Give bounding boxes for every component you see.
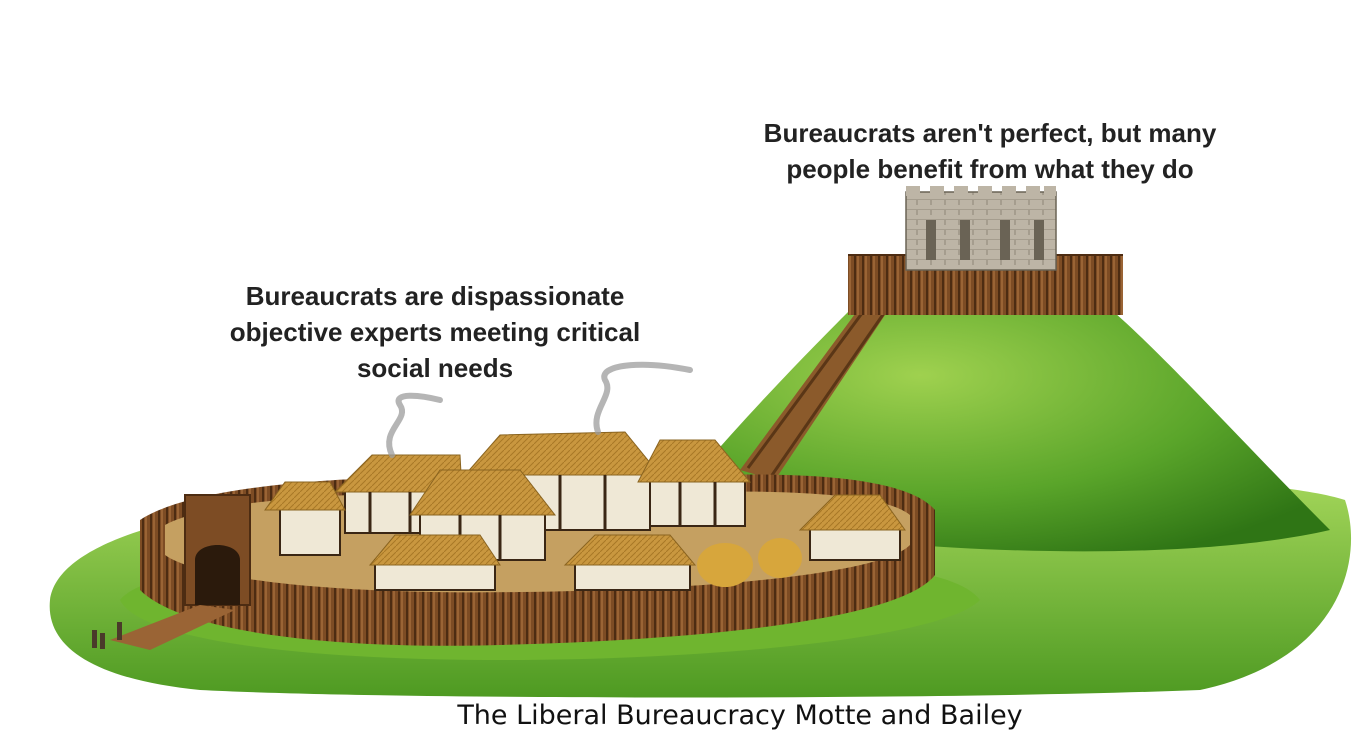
smoke-plumes	[386, 361, 693, 458]
gatehouse	[110, 494, 251, 650]
bailey-houses	[264, 431, 906, 591]
haystack	[697, 543, 753, 587]
bailey-label: Bureaucrats are dispassionate objective …	[229, 281, 641, 383]
people-figures	[92, 622, 122, 649]
keep-tower	[905, 186, 1057, 271]
motte-label: Bureaucrats aren't perfect, but many peo…	[763, 118, 1217, 184]
haystack	[758, 538, 802, 578]
house	[368, 534, 501, 591]
house	[637, 439, 752, 527]
house	[563, 534, 697, 591]
image-caption: The Liberal Bureaucracy Motte and Bailey	[457, 700, 1023, 731]
house	[798, 494, 906, 561]
house	[264, 481, 346, 556]
